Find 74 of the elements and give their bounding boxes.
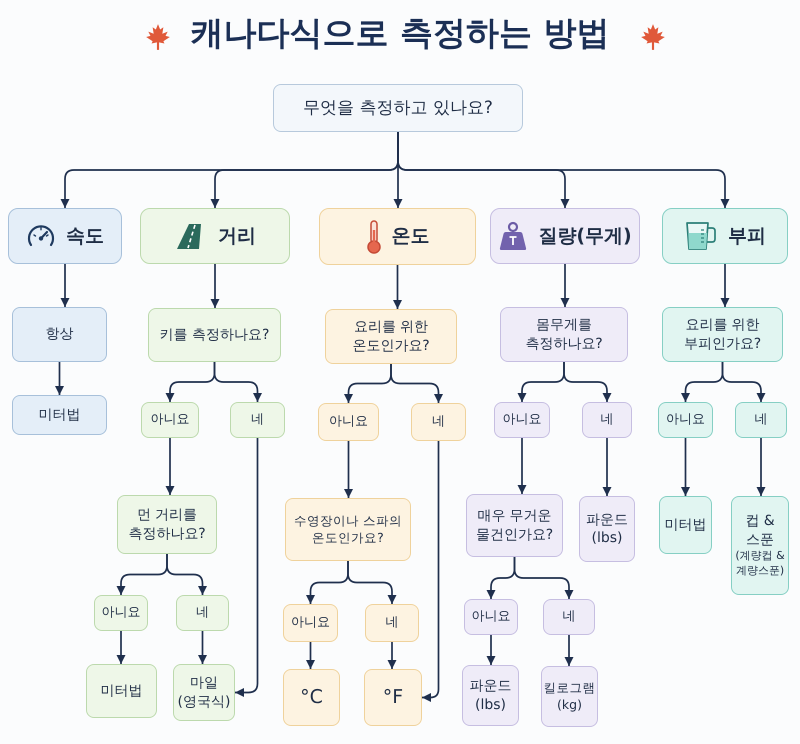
arrow xyxy=(514,557,574,599)
question-box: 수영장이나 스파의 온도인가요? xyxy=(285,498,411,561)
category-box xyxy=(662,208,788,264)
answer-box: 아니요 xyxy=(658,402,713,438)
arrow xyxy=(166,438,174,495)
result-box: 파운드 (lbs) xyxy=(579,496,635,562)
answer-box: 네 xyxy=(411,403,466,441)
arrow xyxy=(210,264,220,308)
arrow xyxy=(388,642,396,669)
category-label: 온도 xyxy=(392,224,430,249)
answer-box: 아니요 xyxy=(464,599,518,635)
answer-box: 아니요 xyxy=(94,595,148,631)
category-label: 속도 xyxy=(66,224,104,248)
answer-box: 네 xyxy=(735,402,787,438)
answer-box: 아니요 xyxy=(318,403,379,441)
category-box xyxy=(319,208,476,265)
arrow xyxy=(55,362,64,395)
answer-box: 네 xyxy=(582,402,632,438)
arrow xyxy=(235,438,258,697)
result-box: 미터법 xyxy=(659,496,712,554)
result-box: 미터법 xyxy=(86,664,157,718)
category-label: 부피 xyxy=(728,224,766,248)
result-box xyxy=(731,496,789,595)
answer-box: 네 xyxy=(543,599,595,635)
result-box: 마일 (영국식) xyxy=(173,664,235,721)
category-label: 질량(무게) xyxy=(538,224,632,248)
arrow xyxy=(422,441,440,702)
result-box: 미터법 xyxy=(12,395,107,435)
arrow xyxy=(397,132,730,208)
arrow xyxy=(347,561,396,604)
title: 캐나다식으로 측정하는 방법 xyxy=(190,13,610,53)
result-label: 컵 & 스푼 xyxy=(744,512,776,549)
question-box: 키를 측정하나요? xyxy=(148,308,281,362)
arrow xyxy=(116,631,126,664)
category-label: 거리 xyxy=(218,224,256,248)
arrow xyxy=(344,441,353,498)
question-box: 먼 거리를 측정하나요? xyxy=(117,495,217,554)
result-box: 항상 xyxy=(12,307,107,362)
category-box xyxy=(140,208,290,264)
arrow xyxy=(720,264,730,307)
arrow xyxy=(563,362,612,402)
question-box: 요리를 위한 부피인가요? xyxy=(662,307,783,362)
question-box: 무엇을 측정하고 있나요? xyxy=(273,84,523,132)
answer-box: 아니요 xyxy=(283,604,338,642)
arrow xyxy=(518,438,526,494)
result-box: 파운드 (lbs) xyxy=(462,665,519,726)
arrow xyxy=(60,264,70,307)
arrow xyxy=(486,635,496,665)
note-label: (계량컵 & 계량스푼) xyxy=(735,548,785,579)
arrow xyxy=(602,438,612,496)
arrow xyxy=(198,631,207,664)
answer-box: 아니요 xyxy=(141,402,199,438)
arrow xyxy=(722,362,766,402)
answer-box: 네 xyxy=(365,604,419,642)
arrow xyxy=(393,265,402,309)
arrow xyxy=(390,364,443,403)
arrow xyxy=(681,438,690,496)
arrow xyxy=(756,438,766,496)
question-box: 요리를 위한 온도인가요? xyxy=(325,309,457,364)
question-box: 몸무게를 측정하나요? xyxy=(500,307,628,362)
answer-box: 네 xyxy=(230,402,285,438)
category-box xyxy=(490,208,640,264)
arrow xyxy=(564,635,574,666)
result-box: °F xyxy=(364,669,422,726)
answer-box: 네 xyxy=(176,595,229,631)
arrow xyxy=(560,264,570,307)
arrow xyxy=(166,554,207,595)
arrow xyxy=(306,642,315,669)
question-box: 매우 무거운 물건인가요? xyxy=(466,494,563,557)
result-box: 킬로그램 (kg) xyxy=(541,666,598,727)
result-box: °C xyxy=(283,669,340,726)
category-box xyxy=(8,208,122,264)
answer-box: 아니요 xyxy=(494,402,550,438)
arrow xyxy=(214,362,262,402)
